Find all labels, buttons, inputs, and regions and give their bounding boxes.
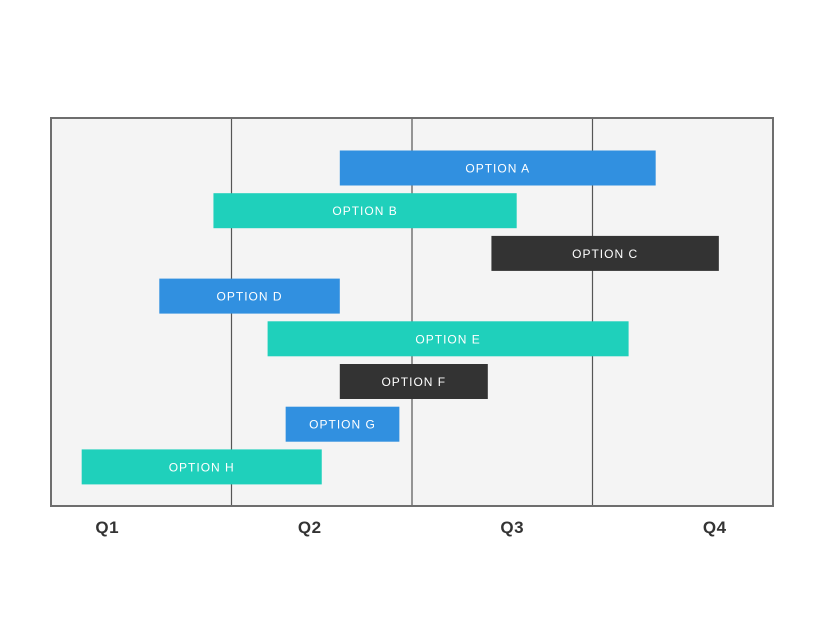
x-tick-label-q1: Q1 bbox=[95, 518, 119, 537]
bar-rect bbox=[213, 193, 517, 229]
x-tick-label-q2: Q2 bbox=[298, 518, 322, 537]
bar-label: OPTION F bbox=[381, 375, 446, 389]
bar-label: OPTION G bbox=[309, 418, 376, 432]
x-tick-label-q3: Q3 bbox=[500, 518, 524, 537]
bar-label: OPTION B bbox=[332, 204, 397, 218]
bar-label: OPTION E bbox=[415, 332, 480, 346]
bar-rect bbox=[285, 406, 400, 442]
bar-rect bbox=[81, 449, 322, 485]
plot-frame bbox=[50, 117, 774, 507]
bar-option-h: OPTION H bbox=[81, 449, 322, 485]
bar-option-e: OPTION E bbox=[267, 321, 629, 357]
bar-rect bbox=[339, 364, 488, 399]
bar-rect bbox=[491, 235, 719, 271]
bar-rect bbox=[159, 278, 340, 314]
x-tick-label-q4: Q4 bbox=[703, 518, 727, 537]
bar-option-b: OPTION B bbox=[213, 193, 517, 229]
bar-option-a: OPTION A bbox=[339, 150, 656, 186]
bar-rect bbox=[267, 321, 629, 357]
bars: OPTION A OPTION B OPTION C OPTION D OPTION E… bbox=[81, 150, 719, 485]
bar-label: OPTION D bbox=[217, 290, 283, 304]
x-axis-labels: Q1 Q2 Q3 Q4 bbox=[95, 518, 726, 537]
bar-label: OPTION A bbox=[465, 162, 530, 176]
bar-option-g: OPTION G bbox=[285, 406, 400, 442]
bar-option-d: OPTION D bbox=[159, 278, 340, 314]
bar-label: OPTION H bbox=[169, 460, 235, 474]
bar-label: OPTION C bbox=[572, 247, 638, 261]
bar-option-f: OPTION F bbox=[339, 364, 488, 399]
bar-option-c: OPTION C bbox=[491, 235, 719, 271]
bar-rect bbox=[339, 150, 656, 186]
